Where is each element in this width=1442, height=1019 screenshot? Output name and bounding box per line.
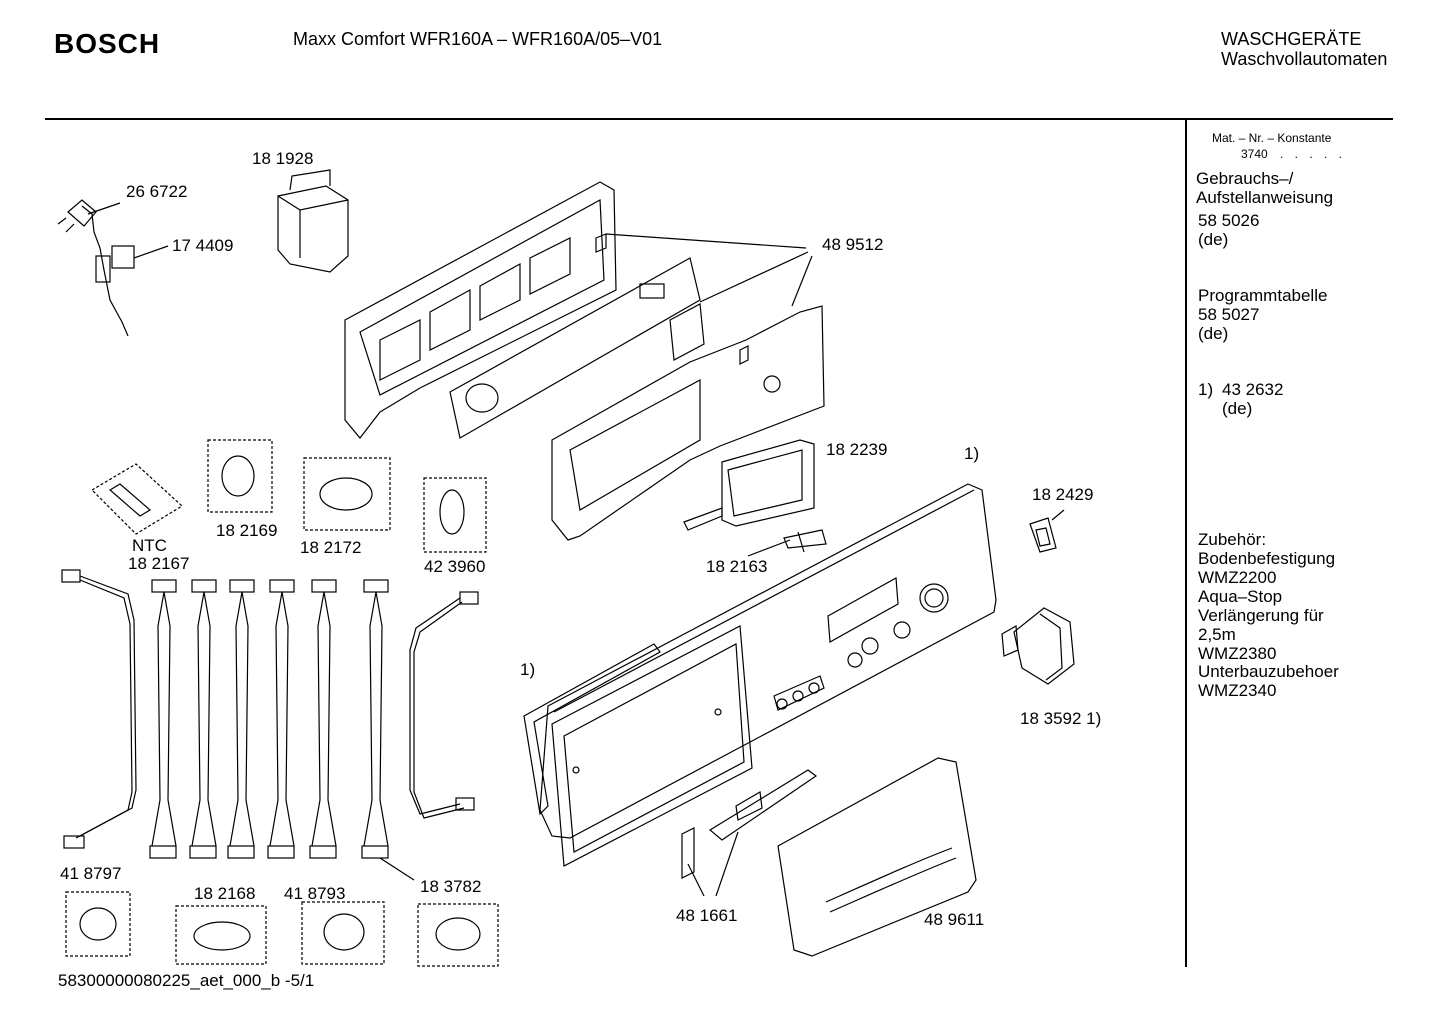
program-table-language: (de) [1198,324,1229,343]
part-label-481661: 48 1661 [676,906,738,925]
subcategory-title: Waschvollautomaten [1221,49,1388,69]
part-label-418797: 41 8797 [60,864,122,883]
dashed-box-bottom-4 [417,903,499,967]
wiring-harness-182167 [149,579,177,859]
accessory-item: 2,5m [1198,625,1236,644]
wiring-harness-418793 [267,579,295,859]
part-label-ntc: NTC [132,536,167,555]
manual-title-line1: Gebrauchs–/ [1196,169,1294,188]
ntc-sensor-part [91,463,183,535]
accessory-item: WMZ2200 [1198,568,1277,587]
part-label-489611: 48 9611 [924,910,985,929]
ntc-sensor-body [108,483,152,517]
wiring-harness-182169 [227,579,255,859]
manual-number: 58 5026 [1198,211,1260,230]
part-label-266722: 26 6722 [126,182,188,201]
note-number: 43 2632 [1222,380,1284,399]
part-label-182172: 18 2172 [300,538,362,557]
part-label-418793: 41 8793 [284,884,346,903]
leader-line [791,255,813,307]
wiring-harness-423960 [409,591,479,819]
button-part [1029,517,1057,553]
knob-part [1001,607,1075,685]
leader-line [715,831,739,897]
wiring-harness-182168 [189,579,217,859]
part-label-183782: 18 3782 [420,877,482,896]
brand-logo: BOSCH [54,28,161,59]
leader-line [687,863,705,897]
mat-number-value: 3740 [1241,147,1268,161]
part-label-423960: 42 3960 [424,557,486,576]
part-label-182239: 18 2239 [826,440,888,459]
leader-line [1051,509,1065,521]
dashed-box-bottom-2 [175,905,267,965]
part-label-183592: 18 3592 1) [1020,709,1102,728]
control-frame-part [344,181,617,439]
dashed-box-182169 [207,439,273,513]
accessory-item: WMZ2380 [1198,644,1277,663]
part-label-note-1a: 1) [964,444,980,463]
category-title: WASCHGERÄTE [1221,29,1362,49]
leader-line [699,251,809,303]
program-table-number: 58 5027 [1198,305,1260,324]
power-cord-part [57,199,135,337]
wiring-harness-418797 [61,569,137,849]
wiring-harness-182172 [309,579,337,859]
accessory-item: Verlängerung für [1198,606,1324,625]
suppressor-part [277,169,349,273]
manual-language: (de) [1198,230,1229,249]
leader-line [747,539,791,557]
accessories-title: Zubehör: [1198,530,1267,549]
accessory-item: Unterbauzubehoer [1198,662,1339,681]
dashed-box-bottom-3 [301,901,385,965]
lever-assembly-part [681,769,818,879]
part-label-489512: 48 9512 [822,235,884,254]
mat-number-label: Mat. – Nr. – Konstante [1212,131,1332,145]
wiring-harness-183782 [361,579,389,859]
part-label-182429: 18 2429 [1032,485,1094,504]
part-label-182169: 18 2169 [216,521,278,540]
part-label-174409: 17 4409 [172,236,234,255]
part-label-note-1b: 1) [520,660,536,679]
dashed-box-bottom-1 [65,891,131,957]
manual-title-line2: Aufstellanweisung [1196,188,1334,207]
part-label-182168: 18 2168 [194,884,256,903]
dashed-box-182172 [303,457,391,531]
drawer-handle-part [777,757,977,957]
leader-line [87,202,121,215]
accessory-item: Bodenbefestigung [1198,549,1336,568]
part-label-181928: 18 1928 [252,149,314,168]
program-table-title: Programmtabelle [1198,286,1328,305]
mat-number-dots: . . . . . [1280,147,1347,161]
note-marker: 1) [1198,380,1214,399]
leader-line [379,857,415,881]
light-guide-part [783,529,827,553]
note-language: (de) [1222,399,1253,418]
electronics-holder-part [551,305,825,541]
leader-line [605,233,807,249]
accessory-item: Aqua–Stop [1198,587,1283,606]
control-panel-part [539,483,997,867]
document-code: 58300000080225_aet_000_b -5/1 [58,971,315,990]
panel-seal-part [523,643,661,816]
display-cover-part [683,439,815,531]
dashed-box-423960 [423,477,487,553]
circuit-board-part [449,257,705,439]
accessory-item: WMZ2340 [1198,681,1277,700]
part-label-182163: 18 2163 [706,557,768,576]
part-label-182167: 18 2167 [128,554,190,573]
model-title: Maxx Comfort WFR160A – WFR160A/05–V01 [293,29,663,49]
leader-line [133,245,169,259]
